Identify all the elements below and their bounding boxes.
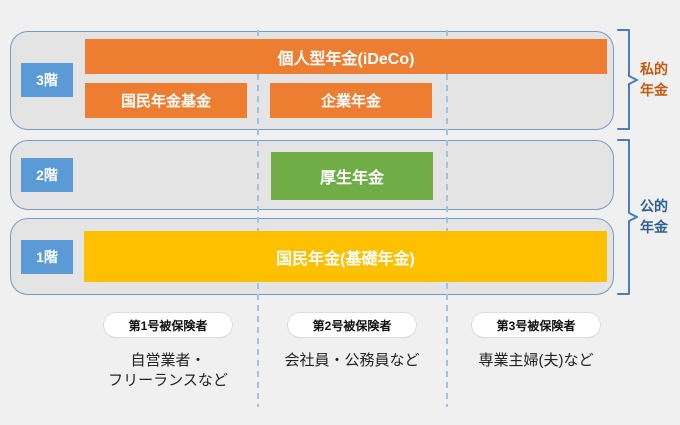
label-public-pension-line2: 年金 bbox=[640, 219, 668, 235]
description-1-line2: フリーランスなど bbox=[108, 372, 228, 389]
bar-ideco: 個人型年金(iDeCo) bbox=[85, 39, 607, 74]
description-insured-category-3: 専業主婦(夫)など bbox=[446, 351, 626, 371]
badge-insured-category-3: 第3号被保険者 bbox=[471, 312, 601, 338]
label-public-pension-line1: 公的 bbox=[640, 198, 668, 214]
description-2-line1: 会社員・公務員など bbox=[284, 352, 420, 369]
badge-insured-category-1: 第1号被保険者 bbox=[103, 312, 233, 338]
label-private-pension-line2: 年金 bbox=[640, 82, 668, 98]
bar-kigyou-nenkin: 企業年金 bbox=[270, 83, 432, 118]
divider-dashed-right bbox=[446, 30, 448, 407]
label-private-pension-line1: 私的 bbox=[640, 61, 668, 77]
label-private-pension: 私的 年金 bbox=[640, 59, 680, 101]
floor-chip-2: 2階 bbox=[21, 158, 73, 192]
bar-kokumin-nenkin-kikin: 国民年金基金 bbox=[85, 83, 247, 118]
description-1-line1: 自営業者・ bbox=[130, 352, 206, 369]
description-insured-category-1: 自営業者・ フリーランスなど bbox=[78, 351, 258, 391]
description-3-line1: 専業主婦(夫)など bbox=[478, 352, 594, 369]
label-public-pension: 公的 年金 bbox=[640, 196, 680, 238]
bar-kousei-nenkin: 厚生年金 bbox=[271, 152, 433, 200]
bar-kokumin-nenkin-kiso: 国民年金(基礎年金) bbox=[84, 231, 607, 282]
floor-chip-3: 3階 bbox=[21, 63, 73, 97]
description-insured-category-2: 会社員・公務員など bbox=[262, 351, 442, 371]
divider-dashed-left bbox=[257, 30, 259, 407]
badge-insured-category-2: 第2号被保険者 bbox=[287, 312, 417, 338]
floor-chip-1: 1階 bbox=[21, 240, 73, 274]
